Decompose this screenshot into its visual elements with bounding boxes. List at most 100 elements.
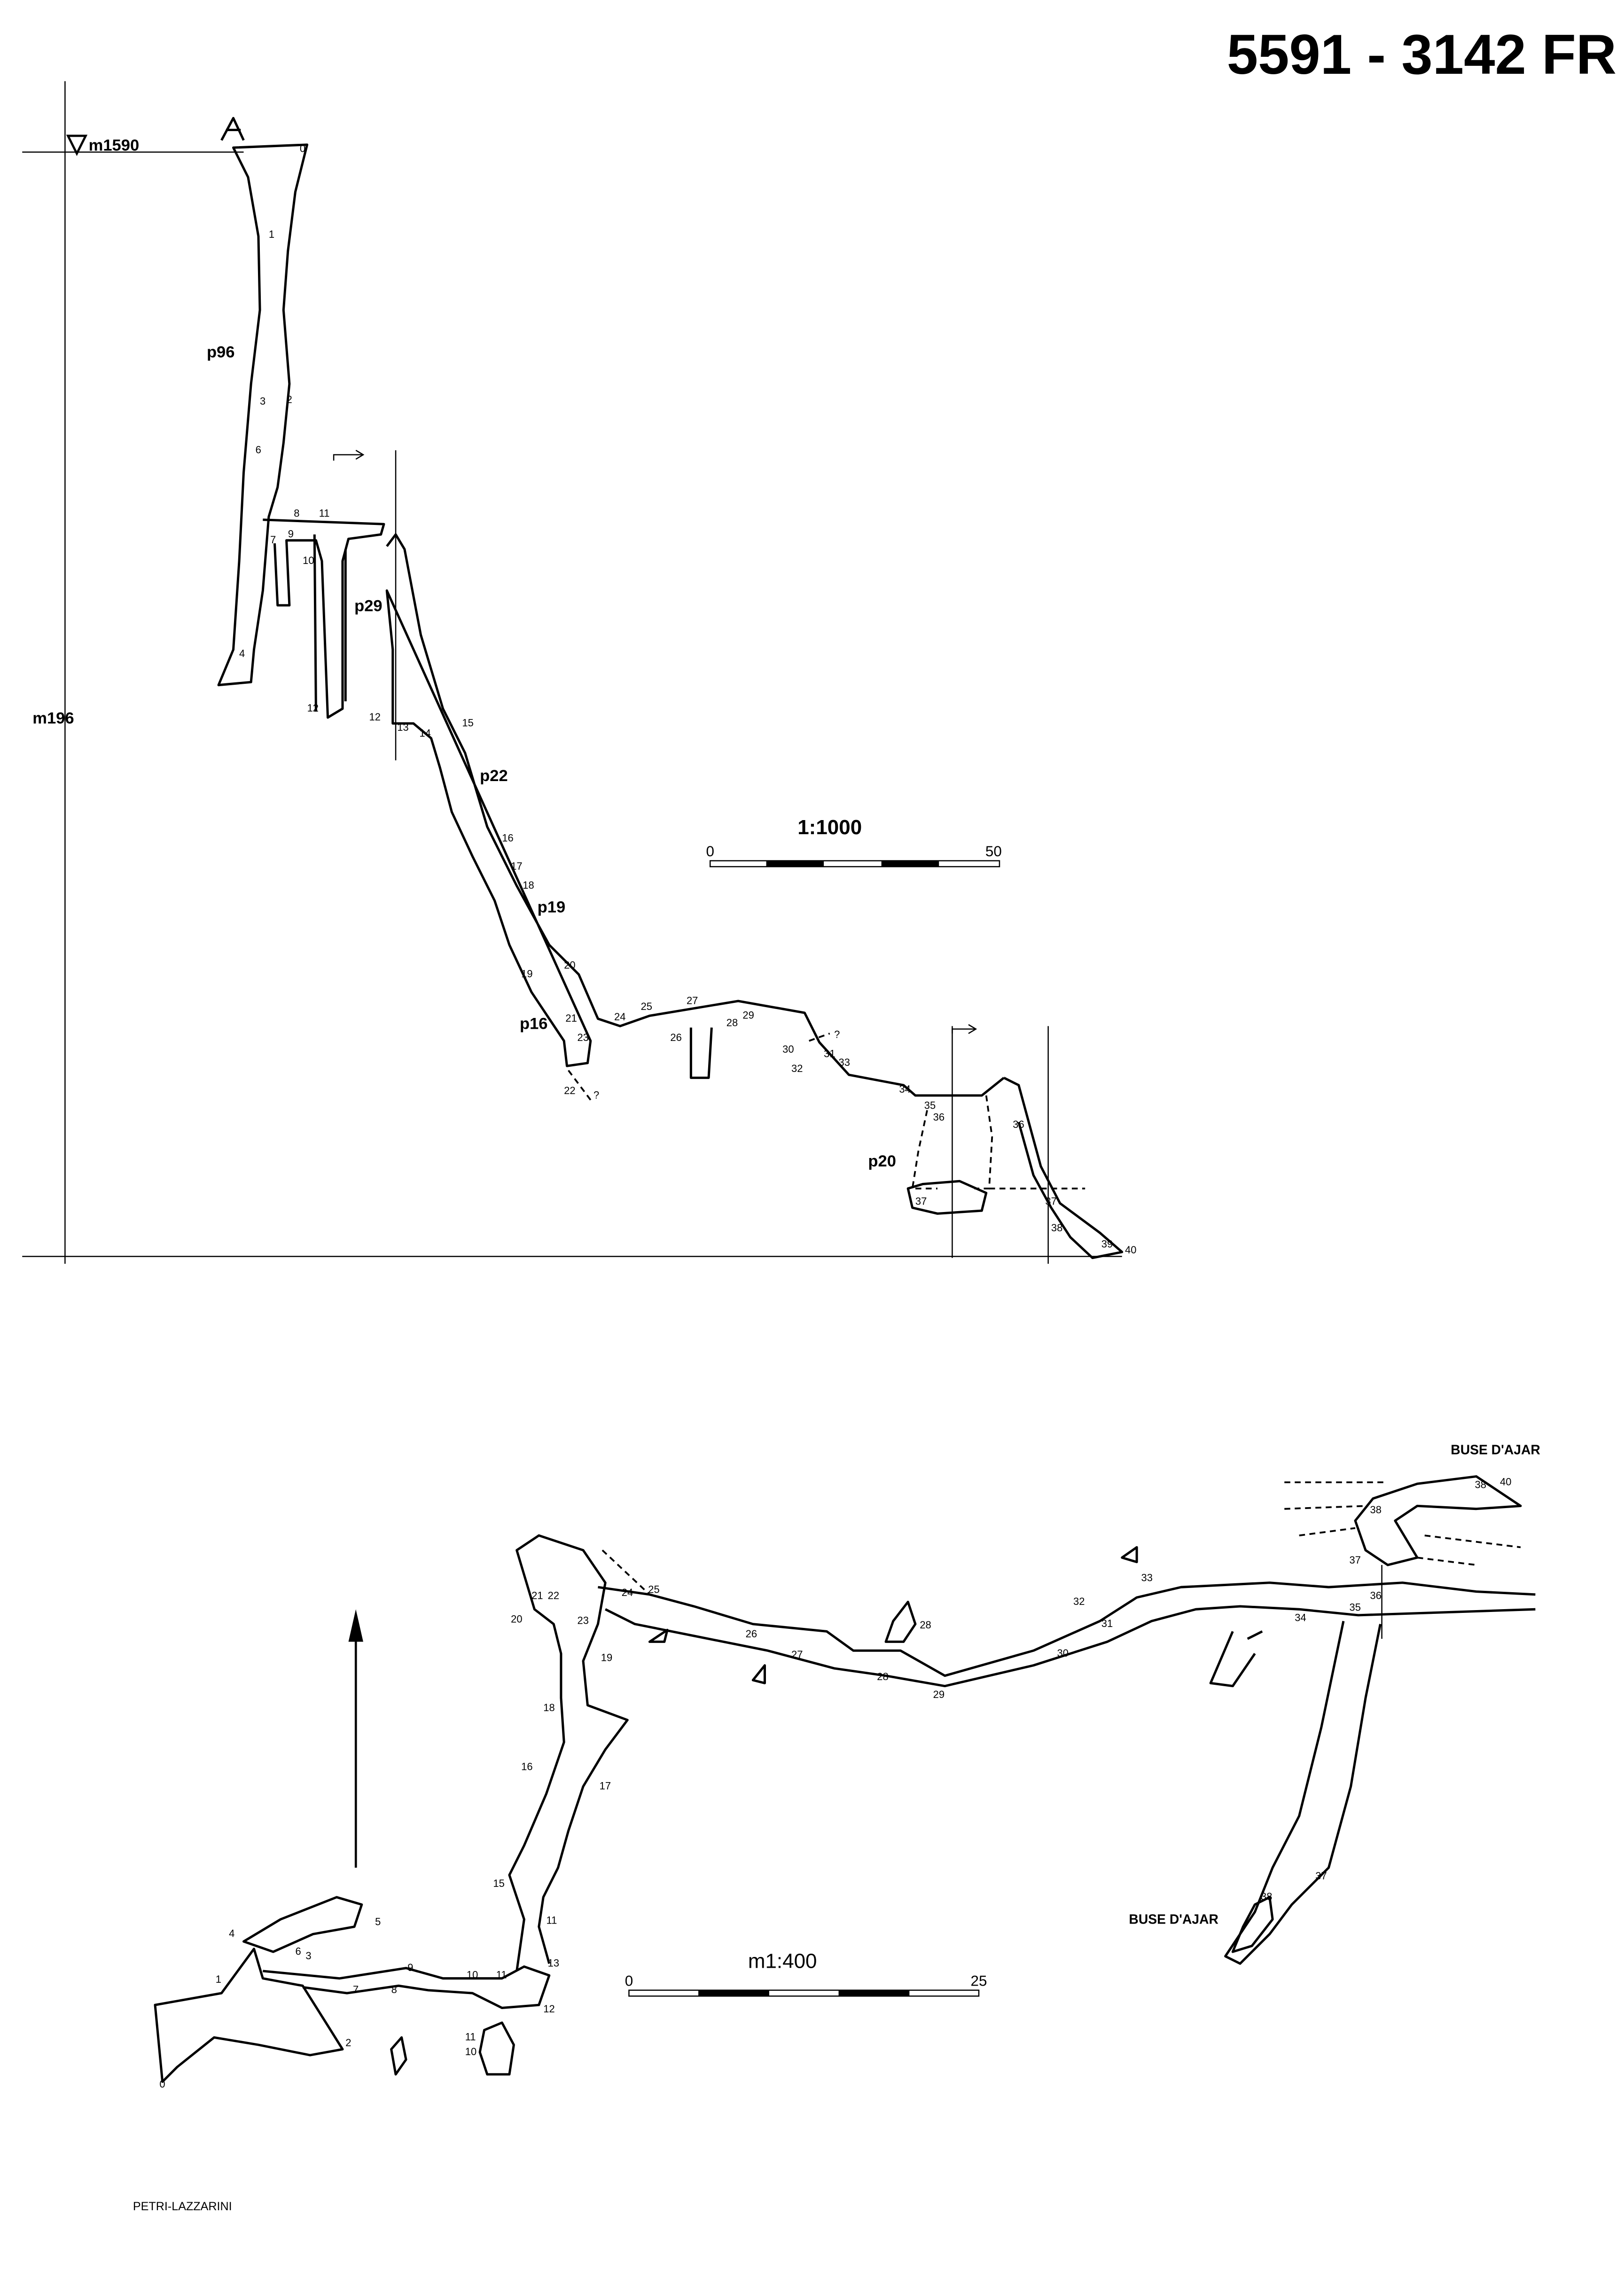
pitch-label: p16 bbox=[520, 1015, 548, 1033]
profile-station-label: 31 bbox=[824, 1048, 835, 1059]
plan-side-chamber bbox=[1209, 1630, 1263, 1688]
plan-scale-label: m1:400 bbox=[748, 1950, 817, 1973]
plan-passage-20-40 bbox=[598, 1581, 1536, 1688]
profile-station-label: 17 bbox=[511, 860, 522, 872]
plan-station-label: 6 bbox=[295, 1945, 301, 1957]
plan-station-label: 35 bbox=[1350, 1601, 1361, 1613]
profile-shaft-p20 bbox=[911, 1095, 993, 1189]
plan-station-label: 38 bbox=[1261, 1891, 1272, 1902]
plan-station-label: 37 bbox=[1315, 1870, 1327, 1882]
place-name-buse-dajar: BUSE D'AJAR bbox=[1451, 1442, 1540, 1457]
profile-scale-bar bbox=[709, 860, 1000, 868]
profile-station-label: 34 bbox=[899, 1083, 910, 1095]
plan-unsurveyed-lead bbox=[601, 1481, 1521, 1596]
profile-shaft-p96 bbox=[217, 143, 309, 687]
plan-station-label: 37 bbox=[1350, 1554, 1361, 1566]
profile-station-label: 24 bbox=[614, 1011, 625, 1023]
plan-upper-passage-38-40 bbox=[1354, 1475, 1522, 1566]
plan-station-label: 24 bbox=[622, 1587, 633, 1598]
profile-station-label: 1 bbox=[269, 228, 274, 240]
plan-station-label: 12 bbox=[543, 2003, 554, 2015]
plan-scale-bar bbox=[628, 1989, 980, 1997]
plan-station-label: 32 bbox=[1073, 1596, 1085, 1607]
profile-chamber-37 bbox=[906, 1180, 988, 1215]
profile-station-label: 6 bbox=[256, 444, 261, 455]
plan-passage-0-13 bbox=[263, 1965, 551, 2010]
section-arrow-icon bbox=[952, 1024, 977, 1034]
plan-station-label: 33 bbox=[1141, 1572, 1153, 1584]
section-arrow-icon bbox=[333, 450, 365, 461]
profile-station-label: 25 bbox=[641, 1001, 652, 1012]
plan-upper-branch-5 bbox=[242, 1896, 363, 1953]
plan-station-label: 18 bbox=[543, 1702, 554, 1713]
plan-station-label: 11 bbox=[465, 2031, 476, 2043]
plan-station-label: 25 bbox=[648, 1584, 659, 1596]
entrance-altitude: m1590 bbox=[89, 136, 140, 154]
profile-station-label: 38 bbox=[1051, 1222, 1062, 1234]
profile-lead bbox=[568, 1032, 1085, 1189]
pitch-label: p29 bbox=[354, 597, 383, 615]
place-name-buse-dajar: BUSE D'AJAR bbox=[1129, 1911, 1218, 1926]
plan-buse-dajar-chamber bbox=[1231, 1896, 1274, 1953]
profile-station-label: 28 bbox=[726, 1017, 738, 1028]
plan-station-label: 34 bbox=[1295, 1611, 1306, 1623]
profile-shaft-p22-p19-p16 bbox=[385, 533, 1124, 1259]
plan-station-label: 16 bbox=[521, 1761, 532, 1773]
plan-station-label: 9 bbox=[407, 1962, 413, 1973]
profile-station-label: 15 bbox=[462, 717, 473, 729]
plan-scale-start: 0 bbox=[625, 1972, 633, 1989]
plan-station-label: 28 bbox=[877, 1671, 888, 1682]
plan-side-passage-28 bbox=[884, 1601, 917, 1643]
profile-scale-end: 50 bbox=[985, 843, 1002, 860]
plan-station-label: 11 bbox=[496, 1969, 507, 1981]
plan-entrance-zone bbox=[154, 1948, 344, 2083]
profile-station-label: 32 bbox=[791, 1063, 803, 1074]
plan-station-label: 11 bbox=[547, 1914, 557, 1926]
survey-title: 5591 - 3142 FR bbox=[1227, 23, 1616, 86]
profile-station-label: 9 bbox=[288, 528, 294, 540]
profile-station-label: 20 bbox=[564, 959, 575, 971]
plan-station-label: 1 bbox=[216, 1973, 221, 1985]
plan-station-label: 5 bbox=[375, 1916, 381, 1928]
plan-station-label: 26 bbox=[746, 1628, 757, 1640]
north-arrow-icon bbox=[348, 1609, 363, 1868]
profile-passage-28 bbox=[689, 1027, 713, 1079]
profile-station-label: 30 bbox=[782, 1043, 794, 1055]
profile-station-label: 33 bbox=[839, 1056, 850, 1068]
plan-station-label: 17 bbox=[600, 1780, 611, 1792]
entrance-vegetation-icon bbox=[220, 117, 245, 141]
profile-station-label: 12 bbox=[307, 702, 319, 714]
plan-station-label: 10 bbox=[467, 1969, 478, 1981]
profile-station-label: 3 bbox=[260, 395, 265, 407]
plan-station-label: 10 bbox=[465, 2046, 476, 2057]
pitch-label: p96 bbox=[207, 343, 235, 361]
profile-station-label: 19 bbox=[521, 968, 532, 980]
profile-station-label: 35 bbox=[924, 1099, 936, 1111]
profile-side-passage bbox=[263, 518, 385, 719]
profile-station-label: 2 bbox=[287, 394, 292, 406]
plan-station-label: 20 bbox=[511, 1613, 522, 1625]
plan-station-label: 28 bbox=[920, 1619, 931, 1631]
plan-station-label: 4 bbox=[229, 1928, 234, 1940]
profile-station-label: 0 bbox=[300, 143, 305, 155]
profile-station-label: 12 bbox=[369, 711, 381, 723]
plan-station-label: 31 bbox=[1101, 1618, 1113, 1629]
plan-station-label: 38 bbox=[1475, 1479, 1486, 1491]
plan-station-label: 7 bbox=[353, 1984, 359, 1995]
plan-station-label: 8 bbox=[391, 1984, 397, 1995]
profile-station-label: 37 bbox=[915, 1196, 927, 1207]
plan-passage-13-20 bbox=[508, 1534, 629, 1971]
plan-station-label: 30 bbox=[1057, 1647, 1068, 1659]
plan-station-label: 19 bbox=[601, 1651, 612, 1663]
pitch-label: p20 bbox=[868, 1152, 896, 1170]
plan-scale-end: 25 bbox=[971, 1972, 987, 1989]
profile-station-label: 37 bbox=[1045, 1196, 1056, 1207]
plan-station-label: 22 bbox=[548, 1589, 559, 1601]
profile-scale-start: 0 bbox=[706, 843, 714, 860]
plan-station-label: 23 bbox=[577, 1615, 588, 1627]
plan-side-chamber-10-11 bbox=[390, 2021, 515, 2076]
profile-station-label: 10 bbox=[303, 555, 314, 566]
plan-station-label: 15 bbox=[493, 1877, 504, 1889]
